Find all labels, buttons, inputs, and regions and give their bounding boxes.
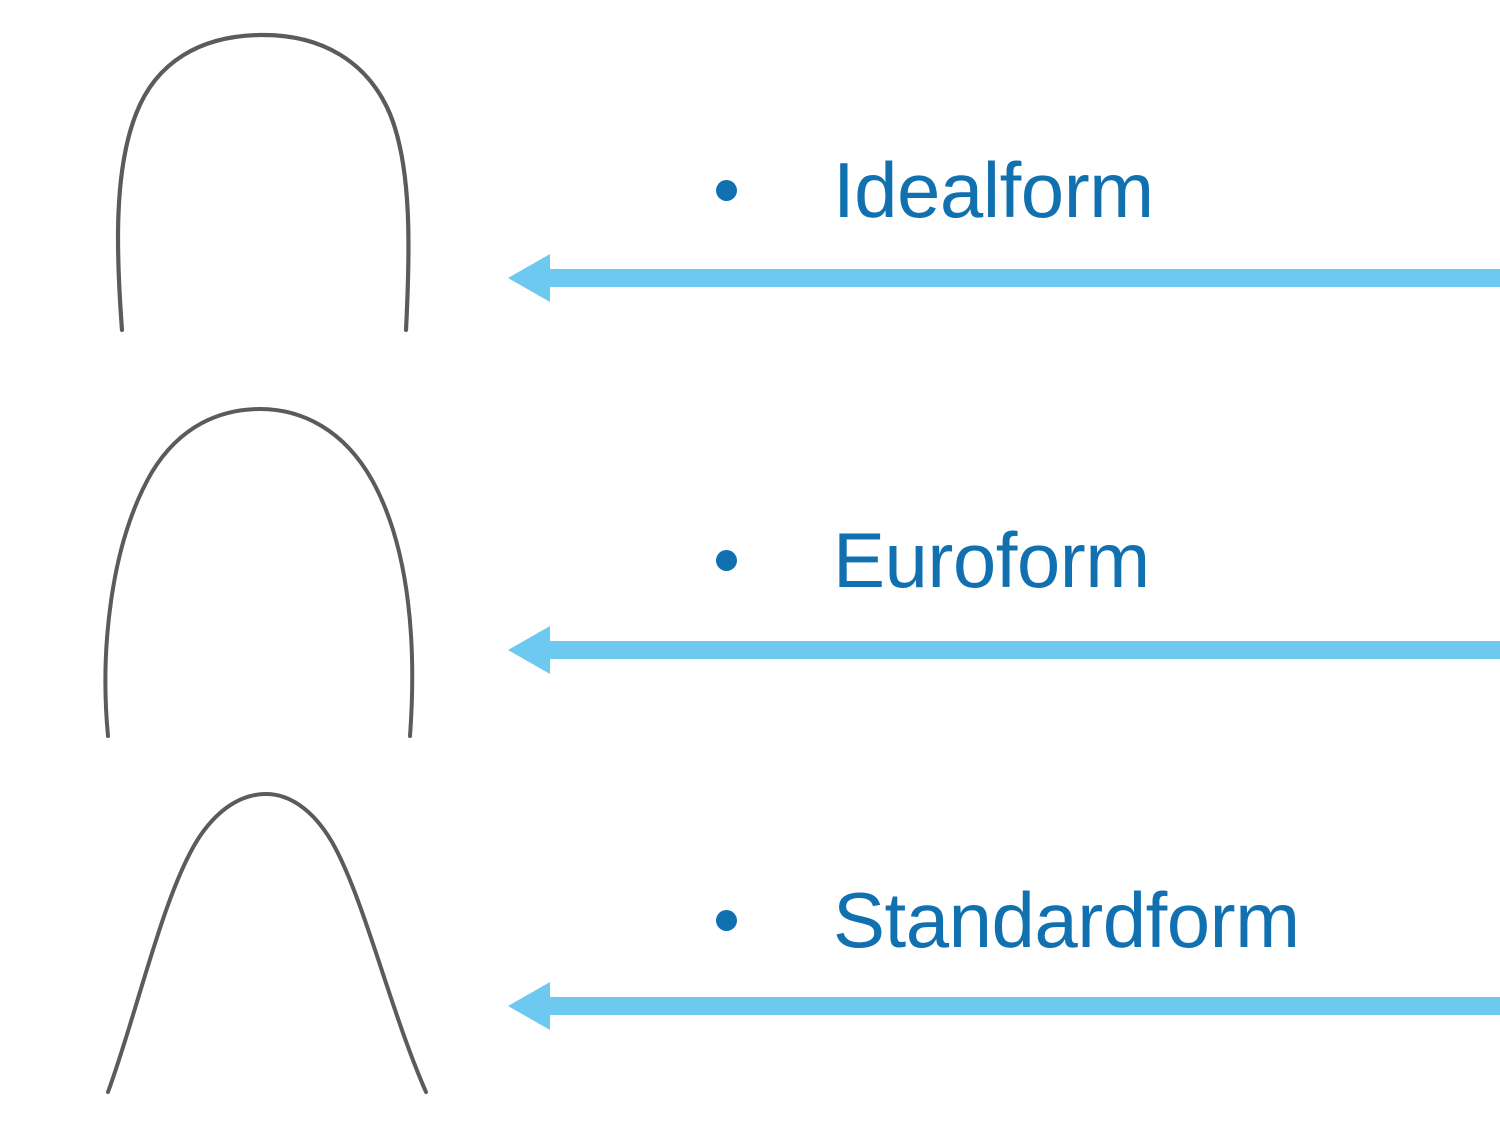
bullet-dot-icon <box>716 909 737 931</box>
bullet-item-standardform: Standardform <box>716 872 1300 968</box>
bullet-dot-icon <box>716 549 737 571</box>
arrow-left-shape <box>508 626 1500 674</box>
archwire-figure-standardform <box>60 780 480 1100</box>
arrow-left-icon <box>508 626 1500 674</box>
bullet-label-euroform: Euroform <box>833 516 1150 604</box>
arrow-left-shape <box>508 254 1500 302</box>
archwire-path-tapered-arch <box>106 791 428 1094</box>
arrow-left-icon <box>508 982 1500 1030</box>
archwire-path-ovoid-arch <box>103 406 415 738</box>
arrow-left-shape <box>508 982 1500 1030</box>
bullet-label-standardform: Standardform <box>833 876 1300 964</box>
bullet-item-euroform: Euroform <box>716 512 1150 608</box>
archwire-svg-idealform <box>115 32 411 333</box>
bullet-label-idealform: Idealform <box>833 146 1154 234</box>
arrow-left-standardform <box>508 978 1500 1034</box>
arrow-left-euroform <box>508 622 1500 678</box>
archwire-figure-idealform <box>60 18 480 348</box>
archwire-svg-euroform <box>103 406 415 738</box>
archwire-figure-euroform <box>60 400 480 745</box>
arrow-left-icon <box>508 254 1500 302</box>
archwire-path-square-broad-arch <box>115 32 411 333</box>
arrow-left-idealform <box>508 250 1500 306</box>
bullet-dot-icon <box>716 179 737 201</box>
archwire-svg-standardform <box>106 791 428 1094</box>
bullet-item-idealform: Idealform <box>716 142 1154 238</box>
